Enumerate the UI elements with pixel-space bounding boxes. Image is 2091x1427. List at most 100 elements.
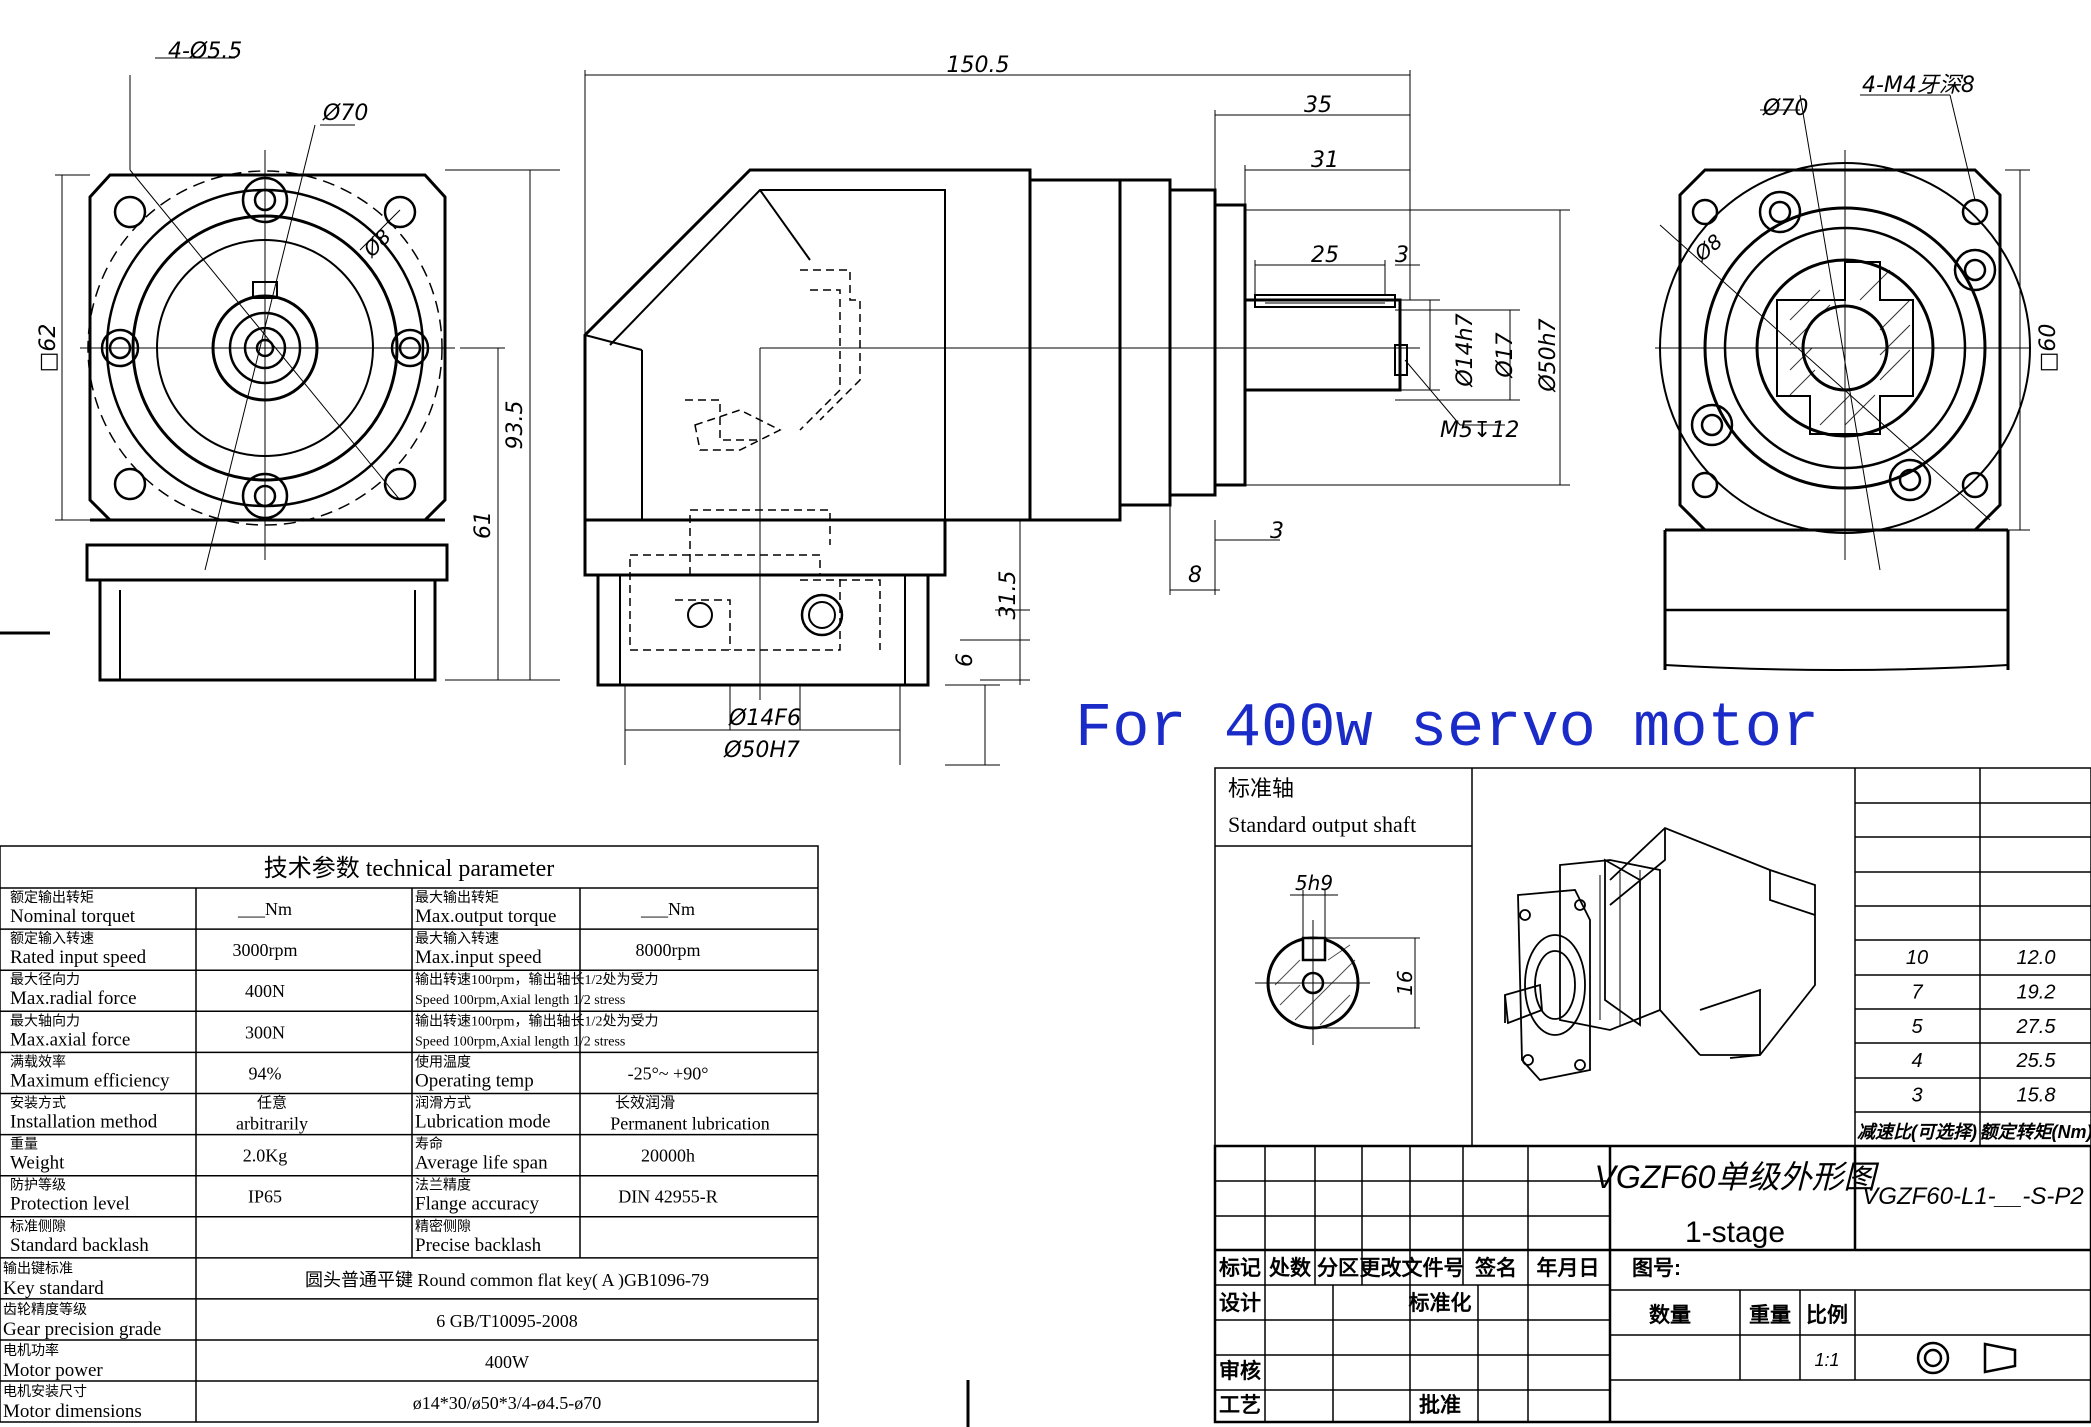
- tech-value: 400N: [245, 981, 285, 1001]
- tech-wide-value: ø14*30/ø50*3/4-ø4.5-ø70: [413, 1393, 602, 1413]
- dim-rear-square: □60: [2036, 324, 2061, 373]
- tech-label-cn: 重量: [10, 1137, 38, 1153]
- tech-value: 2.0Kg: [243, 1146, 288, 1166]
- caption: For 400w servo motor: [1075, 693, 1819, 764]
- ratio-value: 10: [1906, 947, 1928, 969]
- dim-height-total: 93.5: [503, 401, 528, 450]
- dim-thread: M5↧12: [1440, 418, 1519, 443]
- tech-wide-label-cn: 电机功率: [3, 1342, 59, 1359]
- tech-label-en: Weight: [10, 1153, 65, 1174]
- tech-value: arbitrarily: [236, 1114, 308, 1134]
- tech-label-en: Rated input speed: [10, 947, 147, 968]
- tech-wide-label-en: Gear precision grade: [3, 1319, 161, 1340]
- tech-label2-cn: 寿命: [415, 1136, 443, 1153]
- ratio-header-torque: 额定转矩(Nm): [1980, 1122, 2091, 1142]
- dim-holes: 4-Ø5.5: [168, 39, 242, 64]
- tech-label-en: Protection level: [10, 1194, 130, 1215]
- tech-label2-en: Max.output torque: [415, 906, 556, 927]
- tech-value2: DIN 42955-R: [618, 1187, 718, 1207]
- tech-wide-label-en: Motor dimensions: [3, 1401, 142, 1422]
- rated-torque-value: 27.5: [2016, 1016, 2057, 1038]
- tech-label2-en: Max.input speed: [415, 947, 542, 968]
- dim-bore: Ø14F6: [728, 706, 801, 731]
- ratio-value: 4: [1911, 1050, 1922, 1072]
- tech-label2-cn: 润滑方式: [415, 1095, 471, 1112]
- dim-35: 35: [1304, 93, 1332, 118]
- tb-craft: 工艺: [1219, 1393, 1261, 1417]
- gearbox-3d-view: [1504, 826, 1816, 1081]
- dim-25: 25: [1311, 243, 1339, 268]
- tech-label2-cn: 法兰精度: [415, 1178, 471, 1194]
- tech-wide-label-en: Motor power: [3, 1360, 103, 1381]
- shaft-title-cn: 标准轴: [1228, 776, 1294, 801]
- tech-label2-en: Precise backlash: [415, 1235, 542, 1256]
- tb-date: 年月日: [1537, 1256, 1600, 1280]
- tech-wide-label-cn: 输出键标准: [3, 1261, 73, 1277]
- tech-wide-label-cn: 齿轮精度等级: [3, 1301, 87, 1318]
- ratio-header-ratio: 减速比(可选择): [1857, 1122, 1977, 1142]
- tb-design: 设计: [1219, 1292, 1261, 1315]
- shaft-section: 5h9 16: [1255, 871, 1420, 1045]
- tech-label2-en: Speed 100rpm,Axial length 1/2 stress: [415, 993, 625, 1008]
- tech-wide-value: 6 GB/T10095-2008: [436, 1311, 578, 1331]
- tech-label2-cn: 输出转速100rpm，输出轴长1/2处为受力: [415, 1013, 658, 1029]
- tech-label-en: Nominal torquet: [10, 906, 136, 927]
- dim-50h7: Ø50h7: [1536, 318, 1561, 392]
- dim-spigot: Ø50H7: [723, 738, 800, 763]
- tech-value: 300N: [245, 1022, 285, 1042]
- tech-label-en: Max.radial force: [10, 988, 137, 1009]
- tech-label-cn: 额定输入转速: [10, 931, 94, 947]
- title-block: [966, 1144, 2091, 1427]
- tb-figure-no: 图号:: [1632, 1257, 1681, 1280]
- ratio-table: [1855, 802, 2091, 1113]
- tech-value2: 20000h: [641, 1146, 695, 1166]
- ratio-value: 5: [1911, 1016, 1923, 1038]
- dim-length: 150.5: [947, 53, 1010, 78]
- tech-label2-en: Average life span: [415, 1153, 548, 1174]
- tech-value2: -25°~ +90°: [628, 1063, 709, 1083]
- dim-slot: Ø8: [358, 224, 396, 262]
- side-view: 150.5 35 31 25 3 Ø14h7 Ø17 Ø50h7 M5↧12 3…: [583, 53, 1570, 766]
- tech-label-cn: 最大径向力: [10, 972, 80, 988]
- rated-torque-value: 25.5: [2016, 1050, 2057, 1072]
- tech-value: 3000rpm: [233, 940, 298, 960]
- tech-label2-en: Operating temp: [415, 1070, 534, 1091]
- tech-wide-value: 400W: [485, 1352, 529, 1372]
- tech-label-en: Max.axial force: [10, 1029, 130, 1050]
- tech-title: 技术参数 technical parameter: [264, 855, 555, 882]
- dim-rear-holes: 4-M4牙深8: [1862, 73, 1975, 98]
- dim-31-5: 31.5: [996, 571, 1021, 620]
- tech-label2-cn: 最大输入转速: [415, 931, 499, 947]
- projection-symbol: [1916, 1341, 2017, 1375]
- tech-value: ___Nm: [237, 899, 292, 919]
- tb-zone: 分区: [1317, 1257, 1359, 1280]
- tech-value2-cn: 长效润滑: [615, 1095, 675, 1112]
- tech-wide-value: 圆头普通平键 Round common flat key( A )GB1096-…: [305, 1270, 709, 1291]
- tech-label-en: Maximum efficiency: [10, 1070, 170, 1091]
- tech-label2-en: Speed 100rpm,Axial length 1/2 stress: [415, 1034, 625, 1049]
- rated-torque-value: 19.2: [2017, 981, 2056, 1003]
- tech-label2-cn: 最大输出转矩: [415, 890, 499, 906]
- tech-wide-label-en: Key standard: [3, 1278, 104, 1299]
- tech-label2-cn: 输出转速100rpm，输出轴长1/2处为受力: [415, 972, 658, 988]
- tech-label2-cn: 精密侧隙: [415, 1218, 471, 1235]
- dim-6: 6: [953, 653, 978, 667]
- rated-torque-value: 12.0: [2017, 947, 2056, 969]
- dim-pcd: Ø70: [322, 101, 368, 126]
- dim-3a: 3: [1395, 243, 1409, 268]
- dim-31: 31: [1311, 148, 1339, 173]
- rear-view: Ø70 4-M4牙深8 Ø8 □60: [1655, 73, 2061, 671]
- tb-scale-value: 1:1: [1814, 1350, 1839, 1370]
- tb-scale: 比例: [1806, 1303, 1848, 1327]
- dim-8: 8: [1188, 563, 1202, 588]
- tech-label-cn: 防护等级: [10, 1177, 66, 1194]
- tb-qty: 数量: [1649, 1304, 1691, 1327]
- tb-count: 处数: [1268, 1257, 1312, 1280]
- tech-label-cn: 满载效率: [10, 1053, 66, 1070]
- dim-shaft-h: 16: [1393, 970, 1417, 995]
- tech-label-cn: 最大轴向力: [10, 1013, 80, 1029]
- ratio-value: 3: [1911, 1085, 1922, 1107]
- tech-label-cn: 额定输出转矩: [10, 890, 94, 906]
